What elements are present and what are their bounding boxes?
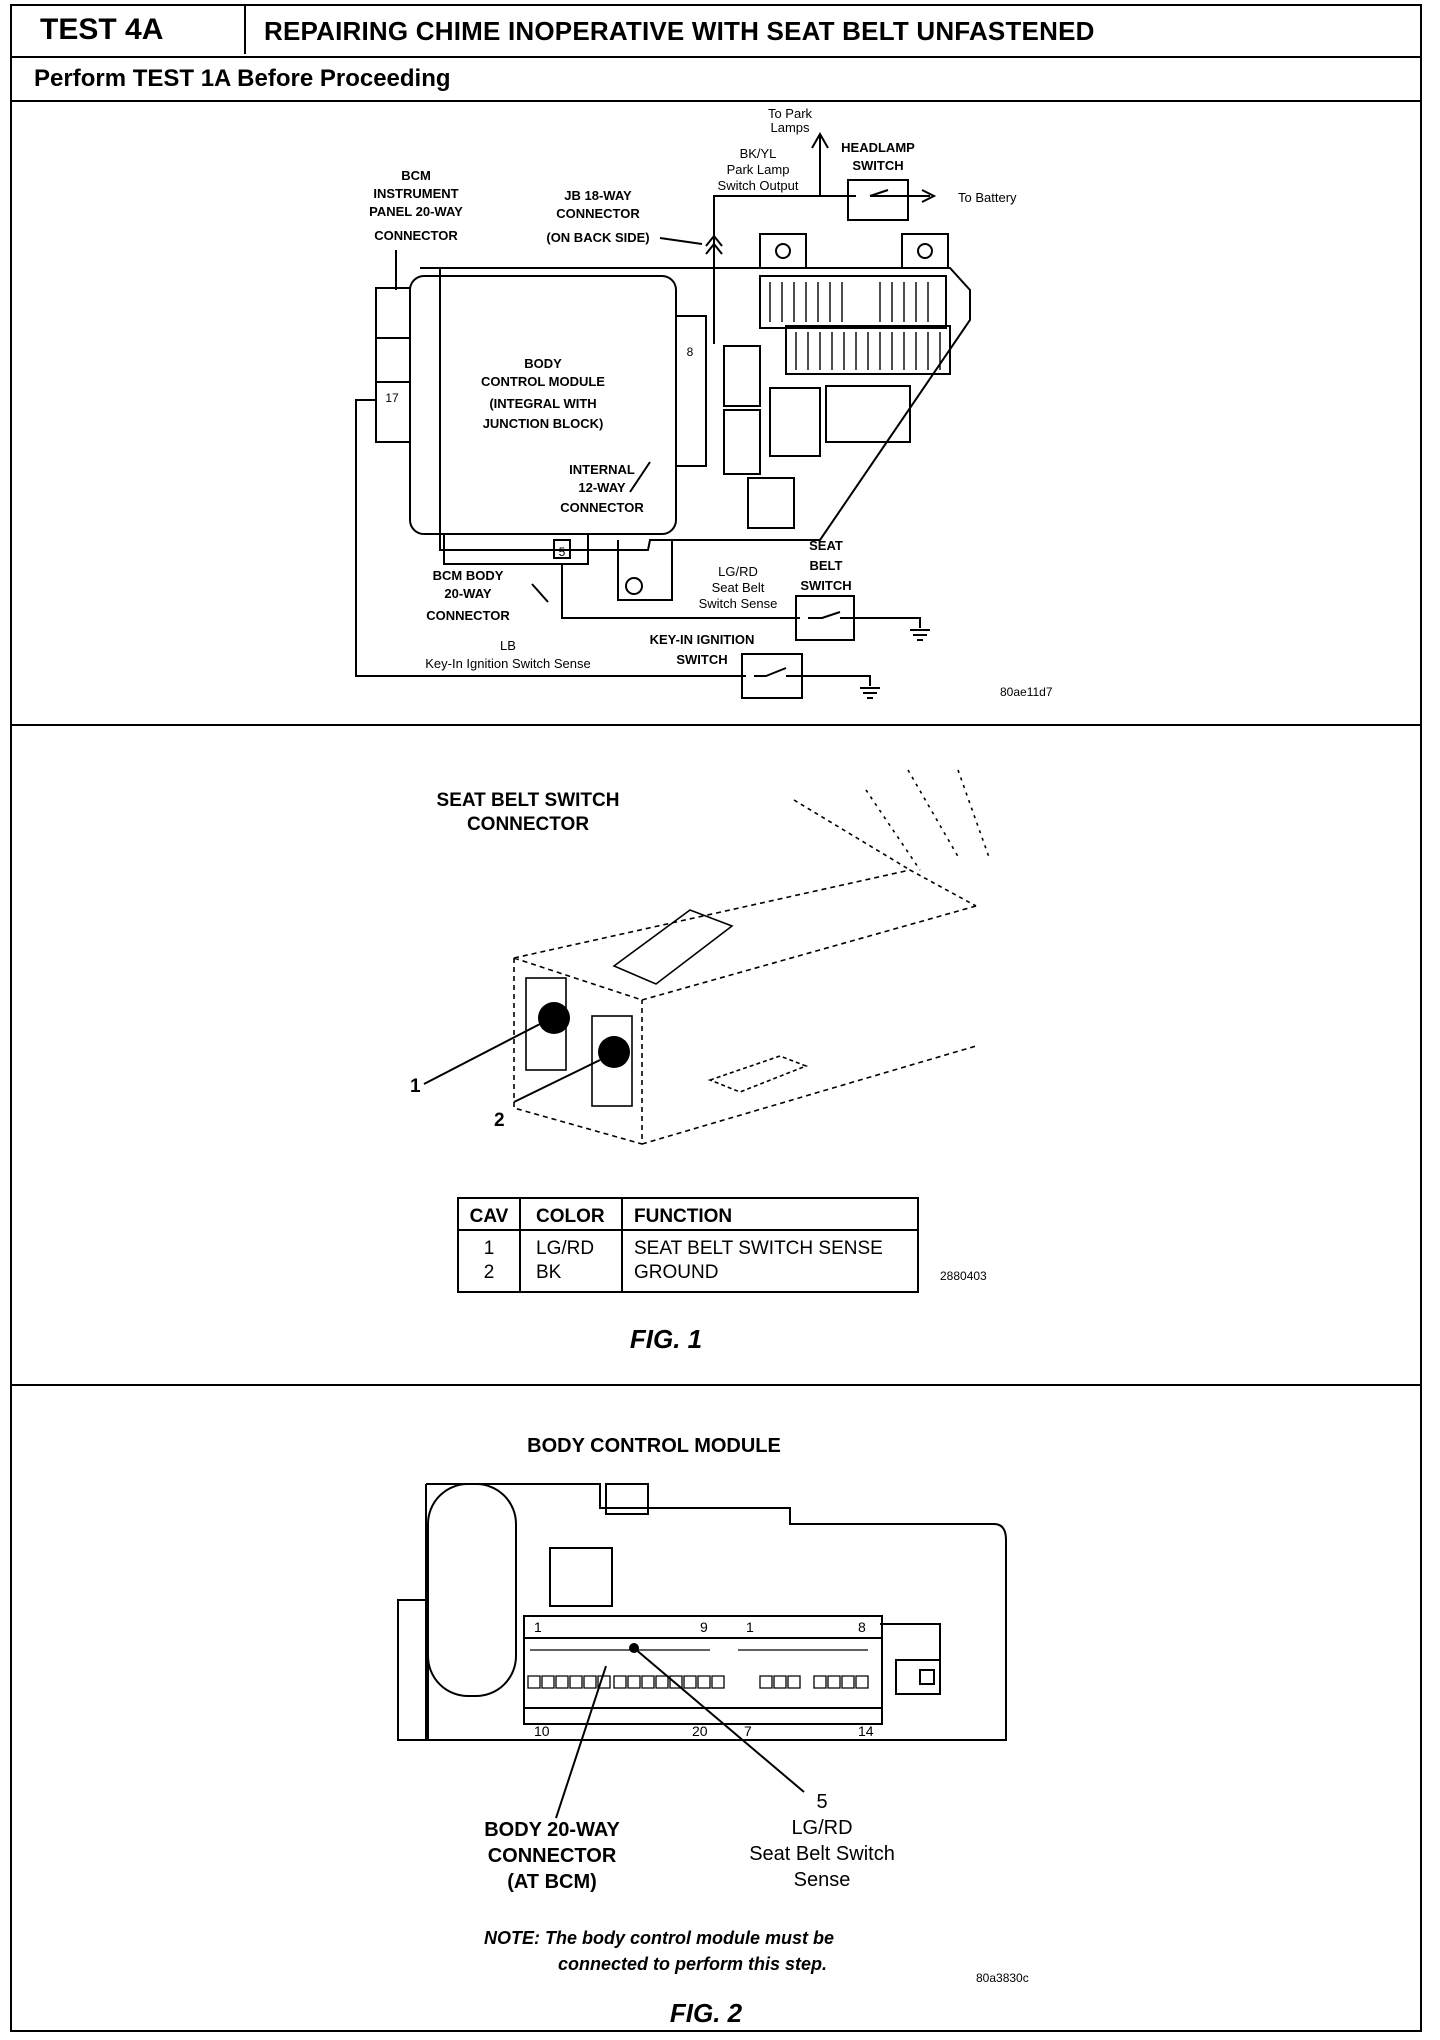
table-header-function: FUNCTION xyxy=(634,1206,732,1227)
body-connector-label-3: (AT BCM) xyxy=(507,1871,597,1893)
internal-connector-arrow xyxy=(629,461,651,493)
fig2-note-2: connected to perform this step. xyxy=(558,1954,827,1974)
bcm-ip-label-1: BCM xyxy=(401,168,431,183)
bcm-ip-label-3: PANEL 20-WAY xyxy=(369,204,463,219)
body-connector-label-2: CONNECTOR xyxy=(488,1845,617,1867)
table-row2-cav: 2 xyxy=(484,1262,495,1283)
to-park-lamps-label-2: Lamps xyxy=(770,120,810,135)
pin-2-callout: 2 xyxy=(494,1110,505,1131)
internal-connector-label-1: INTERNAL xyxy=(569,462,635,477)
bcm-module-label-1: BODY xyxy=(524,356,562,371)
bcm-module-label-4: JUNCTION BLOCK) xyxy=(483,416,604,431)
seat-belt-switch-label-1: SEAT xyxy=(809,538,843,553)
test-id: TEST 4A xyxy=(12,6,246,54)
bcm-body-label-1: BCM BODY xyxy=(433,568,504,583)
bcm-ip-label-4: CONNECTOR xyxy=(374,228,458,243)
cavity-2-terminal xyxy=(598,1036,630,1068)
pin-1-leader xyxy=(423,1023,541,1085)
lb-label-1: LB xyxy=(500,638,516,653)
test-title: REPAIRING CHIME INOPERATIVE WITH SEAT BE… xyxy=(264,16,1095,46)
cavity-1-terminal xyxy=(538,1002,570,1034)
fig2-note-1: NOTE: The body control module must be xyxy=(484,1928,834,1948)
pin-8-label: 8 xyxy=(687,345,694,359)
mounting-tab xyxy=(759,233,807,269)
jb-connector-label-1: JB 18-WAY xyxy=(564,188,632,203)
bcm-ip-label-2: INSTRUMENT xyxy=(373,186,458,201)
lg-rd-label-3: Switch Sense xyxy=(699,596,778,611)
fig2-code: 80a3830c xyxy=(976,1971,1029,1985)
test-header: TEST 4A REPAIRING CHIME INOPERATIVE WITH… xyxy=(12,6,1420,58)
table-header-cav: CAV xyxy=(470,1206,509,1227)
lg-rd-label-1: LG/RD xyxy=(718,564,758,579)
internal-connector-label-3: CONNECTOR xyxy=(560,500,644,515)
bk-yl-label-1: BK/YL xyxy=(740,146,777,161)
pin5-label-2: LG/RD xyxy=(791,1817,852,1839)
internal-connector-label-2: 12-WAY xyxy=(578,480,626,495)
to-park-lamps-label-1: To Park xyxy=(768,106,813,121)
fig1-title-1: SEAT BELT SWITCH xyxy=(437,790,620,811)
headlamp-switch-label-2: SWITCH xyxy=(852,158,903,173)
seat-belt-switch-label-3: SWITCH xyxy=(800,578,851,593)
fig2-pin-1b: 1 xyxy=(746,1619,754,1635)
fig2-pin-14: 14 xyxy=(858,1723,874,1739)
test-subtitle: Perform TEST 1A Before Proceeding xyxy=(12,56,1420,102)
test-page: TEST 4A REPAIRING CHIME INOPERATIVE WITH… xyxy=(10,4,1422,2032)
fig2-pin-7: 7 xyxy=(744,1723,752,1739)
jb-connector-arrow xyxy=(659,237,703,245)
pin-1-callout: 1 xyxy=(410,1076,421,1097)
fig2-pin-1a: 1 xyxy=(534,1619,542,1635)
pin-5-leader xyxy=(633,1647,805,1793)
table-row1-color: LG/RD xyxy=(536,1238,594,1259)
table-row2-function: GROUND xyxy=(634,1262,718,1283)
bcm-module-label-3: (INTEGRAL WITH xyxy=(489,396,596,411)
pin5-label-4: Sense xyxy=(794,1869,851,1891)
jb-connector-label-2: CONNECTOR xyxy=(556,206,640,221)
section-divider-2 xyxy=(12,1384,1420,1386)
table-row1-function: SEAT BELT SWITCH SENSE xyxy=(634,1238,883,1259)
body-connector-leader xyxy=(555,1665,607,1819)
bk-yl-label-2: Park Lamp xyxy=(727,162,790,177)
bcm-body-label-3: CONNECTOR xyxy=(426,608,510,623)
bcm-module-label-2: CONTROL MODULE xyxy=(481,374,605,389)
table-header-color: COLOR xyxy=(536,1206,605,1227)
jb-connector-label-3: (ON BACK SIDE) xyxy=(546,230,649,245)
bk-yl-label-3: Switch Output xyxy=(718,178,799,193)
to-battery-label: To Battery xyxy=(958,190,1017,205)
lg-rd-label-2: Seat Belt xyxy=(712,580,765,595)
fig1-code: 2880403 xyxy=(940,1269,987,1283)
fig2-pin-9: 9 xyxy=(700,1619,708,1635)
bcm-connector-drawing xyxy=(397,1483,1007,1741)
bcm-body-label-2: 20-WAY xyxy=(444,586,492,601)
lb-label-2: Key-In Ignition Switch Sense xyxy=(425,656,590,671)
headlamp-switch-box xyxy=(847,179,909,221)
pin-2-leader xyxy=(513,1059,601,1103)
seat-belt-switch-label-2: BELT xyxy=(810,558,843,573)
mounting-tab xyxy=(901,233,949,269)
pin5-label-3: Seat Belt Switch xyxy=(749,1843,895,1865)
fig1-title-2: CONNECTOR xyxy=(467,814,589,835)
fig2-caption: FIG. 2 xyxy=(670,1998,743,2028)
headlamp-switch-label-1: HEADLAMP xyxy=(841,140,915,155)
key-in-label-2: SWITCH xyxy=(676,652,727,667)
pin-5-label: 5 xyxy=(559,545,566,559)
fig2-title: BODY CONTROL MODULE xyxy=(527,1435,781,1457)
wiring-diagram xyxy=(355,131,971,699)
fig1-caption: FIG. 1 xyxy=(630,1324,702,1354)
pin5-label-1: 5 xyxy=(816,1791,827,1813)
body-connector-label-1: BODY 20-WAY xyxy=(484,1819,620,1841)
seat-belt-connector-drawing xyxy=(513,769,991,1146)
junction-block-outline xyxy=(420,267,971,551)
fig2-pin-10: 10 xyxy=(534,1723,550,1739)
pin-17-label: 17 xyxy=(385,391,399,405)
table-row2-color: BK xyxy=(536,1262,562,1283)
bcm-connector-cavities xyxy=(527,1649,869,1689)
diagram1-code: 80ae11d7 xyxy=(1000,685,1053,699)
connector-table: CAV COLOR FUNCTION 1 LG/RD SEAT BELT SWI… xyxy=(457,1197,919,1293)
key-in-label-1: KEY-IN IGNITION xyxy=(650,632,755,647)
fig2-pin-8: 8 xyxy=(858,1619,866,1635)
fig2-pin-20: 20 xyxy=(692,1723,708,1739)
table-row1-cav: 1 xyxy=(484,1238,495,1259)
section-divider-1 xyxy=(12,724,1420,726)
